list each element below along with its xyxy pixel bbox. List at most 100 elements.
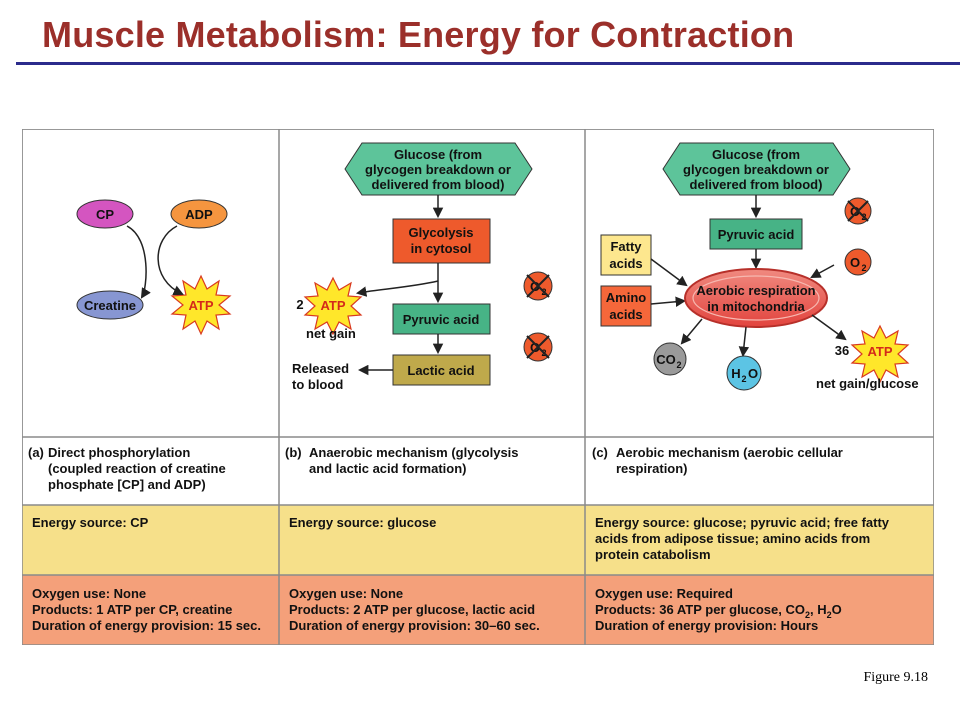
products-c-sub1: 2 [805, 610, 810, 620]
adp-node [170, 199, 228, 229]
duration-a: Duration of energy provision: 15 sec. [32, 618, 261, 633]
h2o-o: O [748, 366, 758, 381]
h2o-sub: 2 [741, 374, 746, 384]
atp-count-b: 2 [296, 297, 303, 312]
panel-c-diagram: Glucose (from glycogen breakdown or deli… [600, 142, 919, 391]
net-gain-b: net gain [306, 326, 356, 341]
lactic-label: Lactic acid [407, 363, 474, 378]
released-line2: to blood [292, 377, 343, 392]
h2o-node [726, 355, 762, 391]
glycolysis-line2: in cytosol [411, 241, 472, 256]
products-c-pre: Products: 36 ATP per glucose, CO [595, 602, 805, 617]
panel-a-diagram: CP ADP Creatine ATP [76, 199, 232, 336]
atp-label: ATP [188, 298, 213, 313]
creatine-node [76, 290, 144, 320]
aerobic-line1: Aerobic respiration [696, 283, 815, 298]
pyruvic-node-b [392, 303, 491, 335]
amino-line1: Amino [606, 290, 647, 305]
atp-burst-icon [850, 324, 910, 384]
oxygen-use-row: Oxygen use: None Products: 1 ATP per CP,… [32, 586, 842, 633]
cp-label: CP [96, 207, 114, 222]
o2-c2: O [850, 255, 860, 270]
amino-acids-node [600, 285, 652, 327]
slide-title: Muscle Metabolism: Energy for Contractio… [42, 14, 795, 55]
energy-a: Energy source: CP [32, 515, 149, 530]
creatine-label: Creatine [84, 298, 136, 313]
glucose-c-line1: Glucose (from [712, 147, 800, 162]
caption-a-line1: Direct phosphorylation [48, 445, 190, 460]
caption-row: (a) Direct phosphorylation (coupled reac… [28, 445, 843, 492]
duration-b: Duration of energy provision: 30–60 sec. [289, 618, 540, 633]
glucose-b-line1: Glucose (from [394, 147, 482, 162]
energy-b: Energy source: glucose [289, 515, 436, 530]
pyruvic-b-label: Pyruvic acid [403, 312, 480, 327]
no-oxygen-icon: O 2 [844, 197, 872, 225]
products-c-mid: , H [810, 602, 827, 617]
adp-label: ADP [185, 207, 213, 222]
glucose-c-line2: glycogen breakdown or [683, 162, 829, 177]
panel-b-diagram: Glucose (from glycogen breakdown or deli… [292, 142, 553, 392]
no-oxygen-icon: O 2 [523, 332, 553, 362]
o2-c2-sub: 2 [861, 263, 866, 273]
fatty-acids-node [600, 234, 652, 276]
products-c-sub2: 2 [827, 610, 832, 620]
products-c: Products: 36 ATP per glucose, CO2, H2O [595, 602, 842, 620]
caption-b-letter: (b) [285, 445, 302, 460]
caption-b-line1: Anaerobic mechanism (glycolysis [309, 445, 519, 460]
caption-a-line3: phosphate [CP] and ADP) [48, 477, 206, 492]
metabolism-figure: CP ADP Creatine ATP Glucose (from glycog… [22, 129, 934, 645]
atp-b-label: ATP [320, 298, 345, 313]
energy-c-line3: protein catabolism [595, 547, 711, 562]
o2-c1: O [850, 204, 860, 219]
amino-line2: acids [609, 307, 642, 322]
co2-label: CO [656, 352, 676, 367]
caption-c-line1: Aerobic mechanism (aerobic cellular [616, 445, 843, 460]
atp-count-c: 36 [835, 343, 849, 358]
atp-c-label: ATP [867, 344, 892, 359]
energy-c-line2: acids from adipose tissue; amino acids f… [595, 531, 870, 546]
glucose-b-line2: glycogen breakdown or [365, 162, 511, 177]
duration-c: Duration of energy provision: Hours [595, 618, 818, 633]
oxygen-b: Oxygen use: None [289, 586, 403, 601]
atp-burst-icon [303, 276, 363, 336]
no-oxygen-icon: O 2 [523, 271, 553, 301]
products-a: Products: 1 ATP per CP, creatine [32, 602, 232, 617]
oxygen-a: Oxygen use: None [32, 586, 146, 601]
glycolysis-node [392, 218, 491, 264]
aerobic-line2: in mitochondria [707, 299, 805, 314]
o2-b2: O [530, 340, 540, 355]
caption-c-line2: respiration) [616, 461, 688, 476]
energy-c-line1: Energy source: glucose; pyruvic acid; fr… [595, 515, 890, 530]
title-divider [16, 62, 960, 65]
pyruvic-c-label: Pyruvic acid [718, 227, 795, 242]
glucose-b-line3: delivered from blood) [372, 177, 505, 192]
caption-c-letter: (c) [592, 445, 608, 460]
products-b: Products: 2 ATP per glucose, lactic acid [289, 602, 535, 617]
caption-b-line2: and lactic acid formation) [309, 461, 466, 476]
o2-b1: O [530, 279, 540, 294]
caption-a-letter: (a) [28, 445, 44, 460]
oxygen-icon: O 2 [844, 248, 872, 276]
energy-source-band [22, 505, 934, 575]
co2-sub: 2 [676, 360, 681, 370]
glucose-node-b [344, 142, 533, 196]
net-gain-c: net gain/glucose [816, 376, 919, 391]
figure-label: Figure 9.18 [863, 670, 928, 685]
glycolysis-line1: Glycolysis [408, 225, 473, 240]
atp-burst-icon [170, 274, 232, 336]
co2-node [653, 342, 687, 376]
lactic-node [392, 354, 491, 386]
products-c-post: O [832, 602, 842, 617]
glucose-node-c [662, 142, 851, 196]
fatty-line2: acids [609, 256, 642, 271]
energy-source-row: Energy source: CP Energy source: glucose… [32, 515, 890, 562]
glucose-c-line3: delivered from blood) [690, 177, 823, 192]
fatty-line1: Fatty [610, 239, 642, 254]
h2o-h: H [731, 366, 740, 381]
mitochondrion-node [684, 268, 828, 328]
oxygen-use-band [22, 575, 934, 645]
cp-node [76, 199, 134, 229]
caption-a-line2: (coupled reaction of creatine [48, 461, 226, 476]
released-line1: Released [292, 361, 349, 376]
oxygen-c: Oxygen use: Required [595, 586, 733, 601]
